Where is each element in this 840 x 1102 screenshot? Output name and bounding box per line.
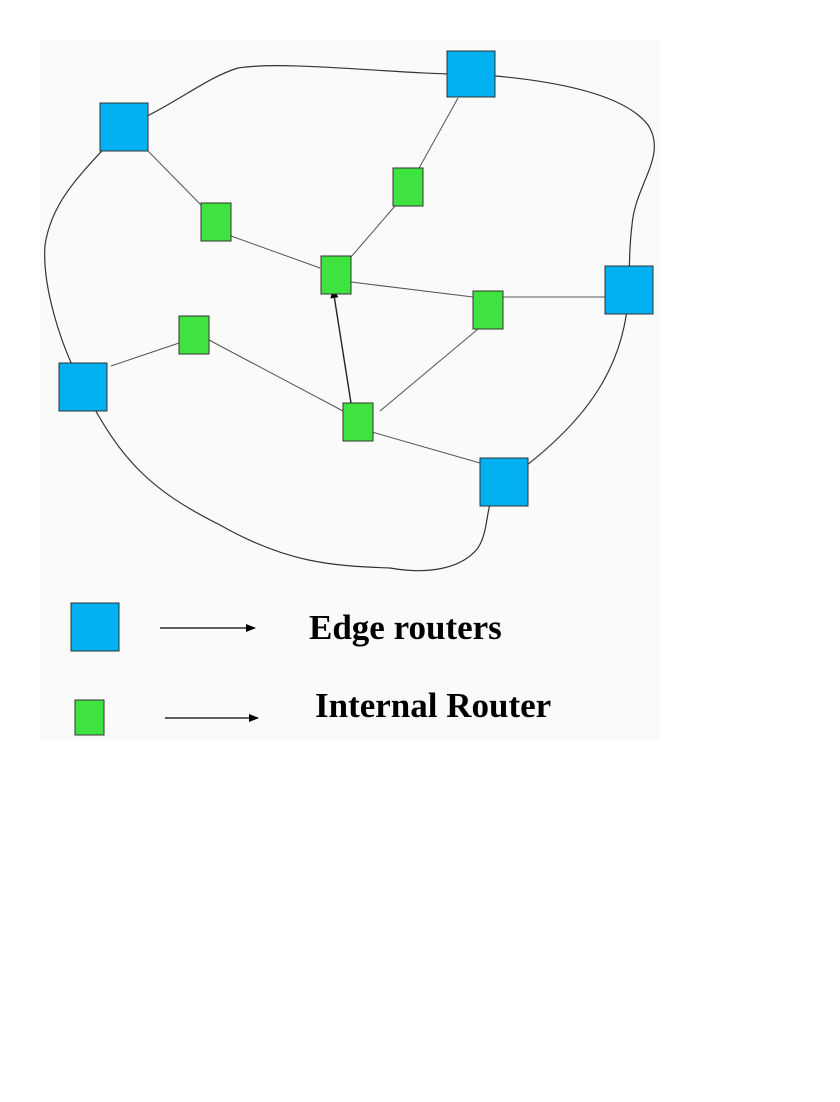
- internal-router-i3: [320, 255, 352, 295]
- internal-router-i4: [472, 290, 504, 330]
- edge-router-e1: [99, 102, 149, 152]
- link-i2-i3: [350, 205, 396, 258]
- link-i6-i4: [379, 328, 479, 412]
- internal-router-i2: [392, 167, 424, 207]
- link-e4-i5: [110, 342, 180, 367]
- link-e1-i1: [147, 150, 202, 206]
- legend-edge-router-swatch: [70, 602, 120, 652]
- link-i6-i3: [330, 288, 352, 404]
- edge-router-e4: [58, 362, 108, 412]
- links-layer: [110, 97, 605, 464]
- edge-router-e5: [479, 457, 529, 507]
- link-i5-i6: [208, 339, 344, 412]
- legend-edge-routers-label: Edge routers: [309, 608, 502, 647]
- legend-internal-router-label: Internal Router: [315, 686, 552, 725]
- internal-router-i6: [342, 402, 374, 442]
- link-e2-i2: [417, 97, 459, 171]
- link-i6-e5: [371, 431, 481, 464]
- internal-router-i5: [178, 315, 210, 355]
- diagram-figure: [40, 40, 660, 740]
- link-i1-i3: [230, 235, 321, 269]
- edge-router-e3: [604, 265, 654, 315]
- legend: [70, 602, 259, 736]
- internal-router-i1: [200, 202, 232, 242]
- nodes-layer: [58, 50, 654, 507]
- link-i3-i4: [350, 281, 474, 298]
- edge-router-e2: [446, 50, 496, 98]
- legend-internal-router-swatch: [74, 699, 105, 736]
